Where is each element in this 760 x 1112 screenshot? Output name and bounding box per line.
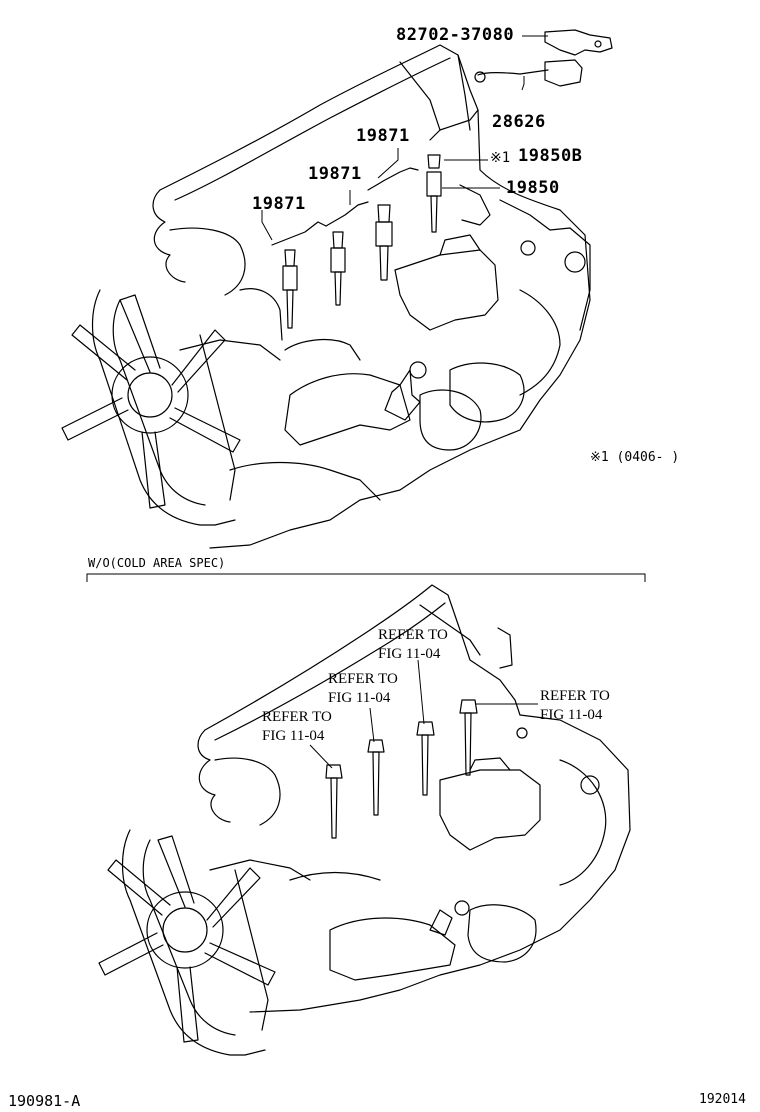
leader-ref-2 (369, 707, 375, 743)
note-marker: ※1 (490, 150, 511, 166)
leader-bar3 (377, 148, 399, 179)
glow-plug-1 (282, 249, 298, 329)
figure-id: 190981-A (8, 1092, 81, 1110)
leader-wire (521, 76, 525, 91)
applicability-note: ※1 (0406- ) (590, 450, 680, 465)
bolt-4 (459, 699, 478, 776)
wire-part-number: 28626 (492, 112, 546, 132)
refer-line-1: REFER TO (262, 709, 332, 725)
glow-plug-b-part-number: 19850B (518, 146, 583, 166)
refer-line-1: REFER TO (540, 688, 610, 704)
bolt-1 (325, 764, 343, 839)
refer-line-2: FIG 11-04 (378, 646, 441, 662)
bolt-3 (416, 721, 435, 796)
wire-harness (477, 69, 549, 76)
sensor-bracket (544, 29, 613, 56)
refer-to-callout-1: REFER TO FIG 11-04 (262, 708, 332, 746)
page-code: 192014 (699, 1092, 746, 1107)
leader-ref-3 (417, 659, 425, 725)
refer-to-callout-2: REFER TO FIG 11-04 (328, 670, 398, 708)
section-bracket (86, 573, 646, 582)
refer-line-2: FIG 11-04 (262, 728, 325, 744)
refer-to-callout-3: REFER TO FIG 11-04 (378, 626, 448, 664)
refer-to-callout-4: REFER TO FIG 11-04 (540, 687, 610, 725)
leader-ref-1 (309, 744, 333, 769)
connector-bar-3-part-number: 19871 (356, 126, 410, 146)
refer-line-2: FIG 11-04 (540, 707, 603, 723)
connector-bar-1-part-number: 19871 (252, 194, 306, 214)
connector-bar-2 (325, 201, 369, 227)
connector-bar-1 (271, 221, 327, 246)
sensor-part-number: 82702-37080 (396, 25, 515, 45)
leader-bar1 (261, 210, 273, 241)
glow-plug-2 (330, 231, 346, 306)
refer-line-2: FIG 11-04 (328, 690, 391, 706)
connector-bar-3 (367, 167, 419, 191)
refer-line-1: REFER TO (328, 671, 398, 687)
bottom-engine-drawing (98, 584, 631, 1056)
top-engine-drawing (61, 29, 613, 549)
bolt-2 (367, 739, 385, 816)
glow-plug-4 (426, 154, 442, 233)
connector-bar-2-part-number: 19871 (308, 164, 362, 184)
glow-plug-part-number: 19850 (506, 178, 560, 198)
section-label: W/O(COLD AREA SPEC) (88, 556, 226, 570)
glow-plug-3 (375, 204, 393, 281)
refer-line-1: REFER TO (378, 627, 448, 643)
